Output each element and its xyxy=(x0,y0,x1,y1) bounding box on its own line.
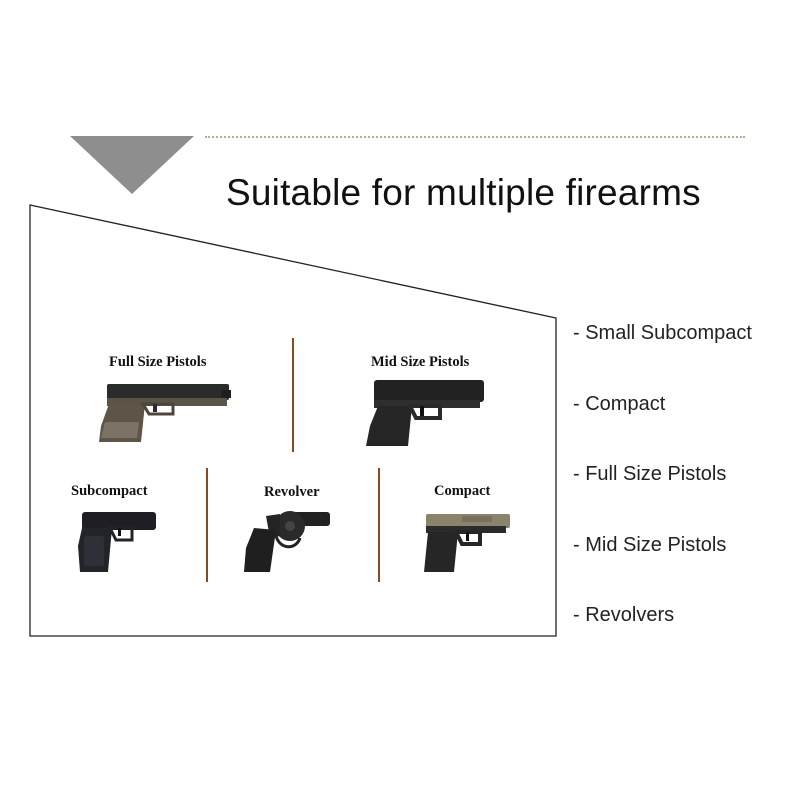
subcompact-pistol-icon xyxy=(78,512,156,572)
category-label-revolver: Revolver xyxy=(264,484,320,500)
list-item: - Revolvers xyxy=(573,604,675,626)
compact-pistol-icon xyxy=(424,514,510,572)
revolver-icon xyxy=(244,511,330,572)
separator-top xyxy=(292,338,294,452)
page-title: Suitable for multiple firearms xyxy=(226,172,701,213)
list-item: - Compact xyxy=(573,392,666,415)
separator-bottom-left xyxy=(206,468,208,582)
separator-bottom-right xyxy=(378,468,380,582)
category-label-compact: Compact xyxy=(434,483,491,499)
category-label-subcompact: Subcompact xyxy=(71,483,148,499)
list-item: - Full Size Pistols xyxy=(573,463,727,485)
list-item: - Mid Size Pistols xyxy=(573,533,727,556)
compatible-firearms-list: - Small Subcompact - Compact - Full Size… xyxy=(573,318,752,671)
mid-size-pistol-icon xyxy=(366,380,484,446)
header-divider xyxy=(205,136,745,138)
category-label-mid-size: Mid Size Pistols xyxy=(371,354,470,370)
full-size-pistol-icon xyxy=(99,384,231,442)
list-item: - Small Subcompact xyxy=(573,322,752,344)
down-triangle-icon xyxy=(70,136,194,194)
category-label-full-size: Full Size Pistols xyxy=(109,354,207,370)
